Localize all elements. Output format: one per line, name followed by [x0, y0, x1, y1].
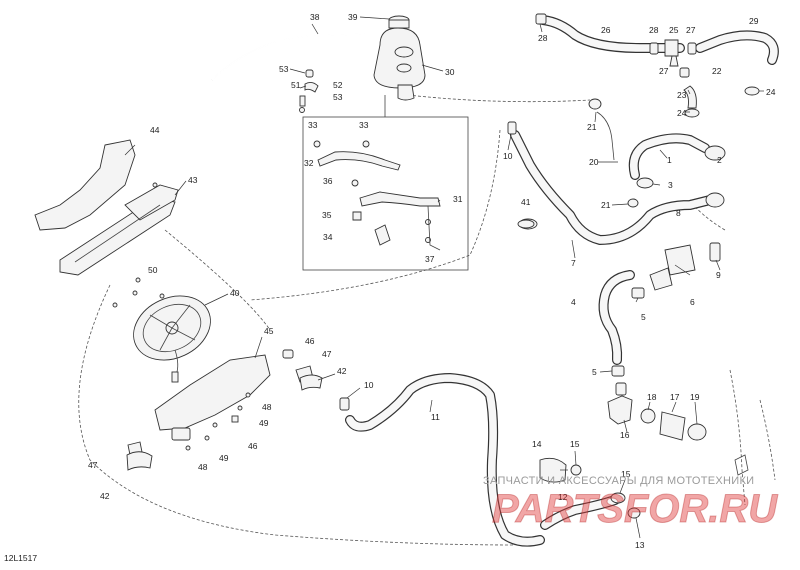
callout-27: 27	[659, 66, 669, 76]
screws-50	[112, 182, 165, 308]
callout-15: 15	[570, 439, 580, 449]
diagram-code: 12L1517	[4, 553, 37, 563]
callout-15: 15	[621, 469, 631, 479]
callout-43: 43	[188, 175, 198, 185]
deflector-44	[34, 139, 136, 231]
callout-37: 37	[425, 254, 435, 264]
callout-36: 36	[323, 176, 333, 186]
callout-41: 41	[521, 197, 531, 207]
callout-25: 25	[669, 25, 679, 35]
watermark: ЗАПЧАСТИ И АКСЕССУАРЫ ДЛЯ МОТОТЕХНИКИ PA…	[483, 475, 779, 532]
callout-30: 30	[445, 67, 455, 77]
callout-8: 8	[676, 208, 681, 218]
callout-53: 53	[279, 64, 289, 74]
callout-42: 42	[100, 491, 110, 501]
callout-4: 4	[571, 297, 576, 307]
expansion-tank	[373, 15, 426, 101]
detail-box	[302, 116, 469, 271]
callout-51: 51	[291, 80, 301, 90]
callout-20: 20	[589, 157, 599, 167]
callout-48: 48	[262, 402, 272, 412]
shroud-45	[154, 354, 271, 431]
radiator-43	[59, 184, 179, 276]
callout-10: 10	[503, 151, 513, 161]
callout-10: 10	[364, 380, 374, 390]
callout-35: 35	[322, 210, 332, 220]
callout-16: 16	[620, 430, 630, 440]
detail-box-parts	[313, 140, 441, 251]
fittings-12-15	[539, 457, 641, 530]
callout-18: 18	[647, 392, 657, 402]
callout-9: 9	[716, 270, 721, 280]
callout-31: 31	[453, 194, 463, 204]
fittings-16-19	[607, 382, 707, 441]
callout-42: 42	[337, 366, 347, 376]
callout-50: 50	[148, 265, 158, 275]
callout-27: 27	[686, 25, 696, 35]
dashed-leaders	[78, 94, 726, 546]
callout-21: 21	[587, 122, 597, 132]
callout-33: 33	[308, 120, 318, 130]
callout-45: 45	[264, 326, 274, 336]
callout-6: 6	[690, 297, 695, 307]
callout-47: 47	[322, 349, 332, 359]
callout-14: 14	[532, 439, 542, 449]
callout-23: 23	[677, 90, 687, 100]
callout-5: 5	[641, 312, 646, 322]
callout-13: 13	[635, 540, 645, 550]
callout-24: 24	[677, 108, 687, 118]
callout-49: 49	[219, 453, 229, 463]
callout-21: 21	[601, 200, 611, 210]
hose-1-20	[588, 98, 726, 208]
callout-48: 48	[198, 462, 208, 472]
callout-26: 26	[601, 25, 611, 35]
callout-5: 5	[592, 367, 597, 377]
callout-29: 29	[749, 16, 759, 26]
callout-47: 47	[88, 460, 98, 470]
fan-40	[133, 295, 211, 383]
callout-32: 32	[304, 158, 314, 168]
hose-11	[339, 373, 545, 547]
small-parts	[126, 349, 323, 471]
callout-1: 1	[667, 155, 672, 165]
callout-12: 12	[558, 492, 568, 502]
callout-2: 2	[717, 155, 722, 165]
callout-46: 46	[248, 441, 258, 451]
callout-49: 49	[259, 418, 269, 428]
callout-28: 28	[538, 33, 548, 43]
callout-53: 53	[333, 92, 343, 102]
callout-34: 34	[323, 232, 333, 242]
watermark-tagline: ЗАПЧАСТИ И АКСЕССУАРЫ ДЛЯ МОТОТЕХНИКИ	[483, 475, 754, 487]
hose-4	[598, 270, 645, 377]
watermark-logo: PARTSFOR.RU	[492, 487, 778, 531]
callout-3: 3	[668, 180, 673, 190]
callout-46: 46	[305, 336, 315, 346]
callout-24: 24	[766, 87, 776, 97]
callout-33: 33	[359, 120, 369, 130]
callout-7: 7	[571, 258, 576, 268]
overflow-tube	[211, 33, 366, 81]
hose-7-8	[507, 121, 725, 291]
callout-39: 39	[348, 12, 358, 22]
clamp-41	[517, 219, 535, 229]
callout-11: 11	[431, 412, 440, 422]
callout-28: 28	[649, 25, 659, 35]
callout-44: 44	[150, 125, 160, 135]
callout-leaders	[124, 16, 764, 539]
chassis-outline	[729, 369, 776, 506]
callout-38: 38	[310, 12, 320, 22]
callout-19: 19	[690, 392, 700, 402]
callout-40: 40	[230, 288, 240, 298]
hose-fittings-51-53	[299, 69, 319, 113]
callout-52: 52	[333, 80, 343, 90]
callout-22: 22	[712, 66, 722, 76]
hoses-top-right	[535, 13, 779, 118]
callout-17: 17	[670, 392, 680, 402]
